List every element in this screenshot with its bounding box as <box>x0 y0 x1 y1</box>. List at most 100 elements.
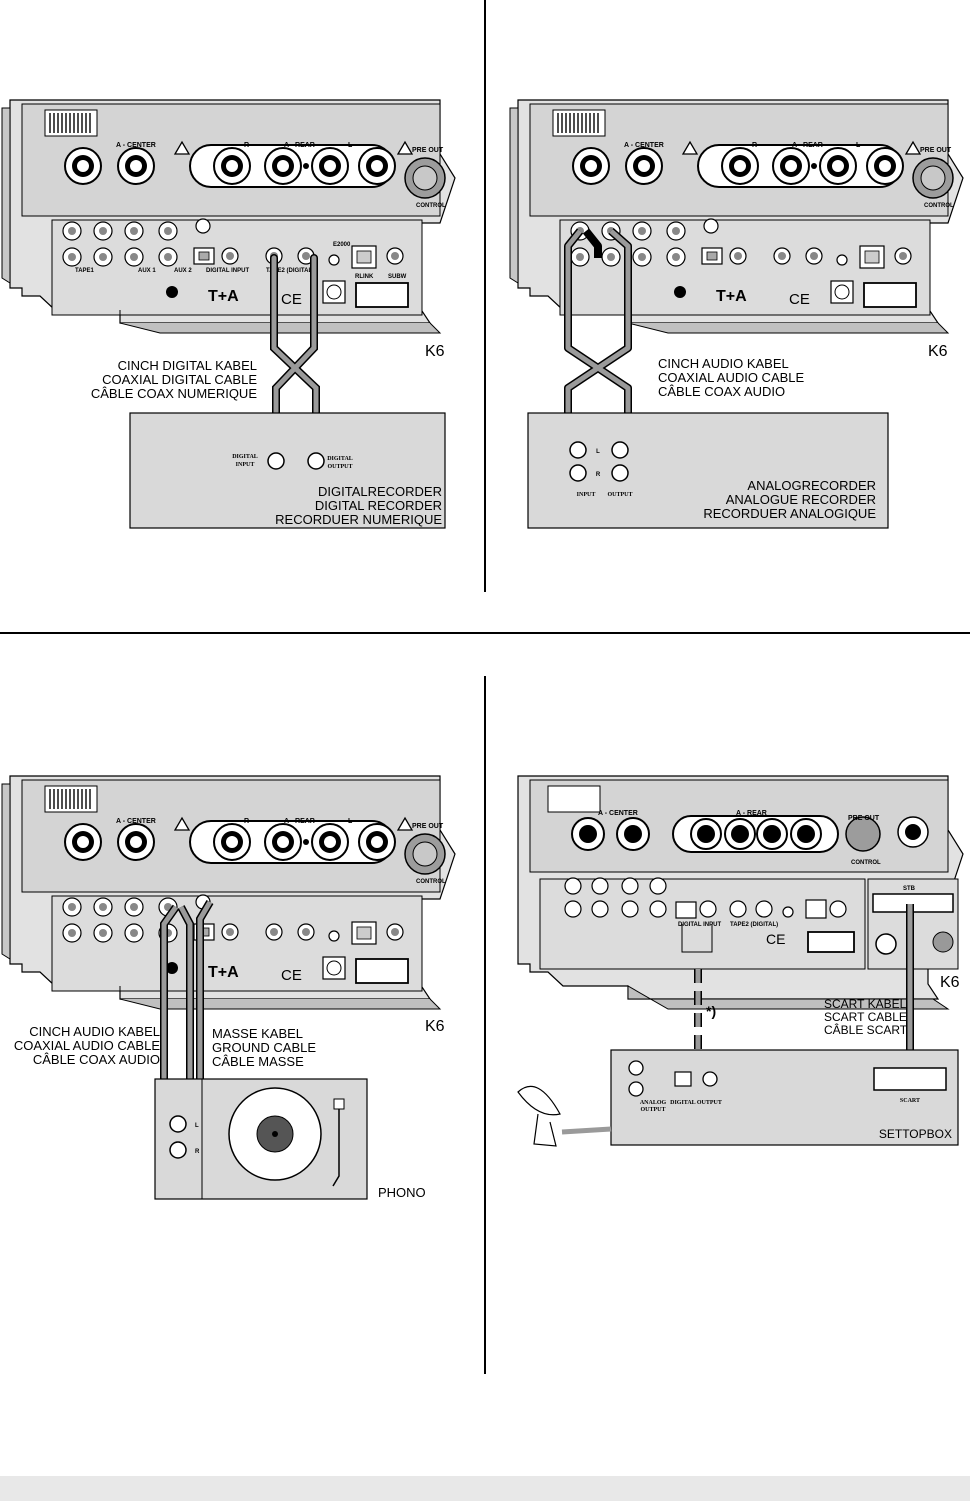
device-name-1: DIGITALRECORDER DIGITAL RECORDER RECORDU… <box>275 484 442 527</box>
svg-text:RECORDUER ANALOGIQUE: RECORDUER ANALOGIQUE <box>703 506 876 521</box>
settopbox-label: SETTOPBOX <box>879 1127 952 1141</box>
svg-text:TAPE2 (DIGITAL): TAPE2 (DIGITAL) <box>730 922 778 928</box>
svg-text:CINCH DIGITAL KABEL: CINCH DIGITAL KABEL <box>118 358 257 373</box>
label-digital-input: DIGITAL INPUT <box>206 268 249 274</box>
svg-text:CE: CE <box>789 291 810 308</box>
footnote-marker: *) <box>706 1003 716 1019</box>
label-brand: T+A <box>208 288 239 305</box>
model-label-1: K6 <box>425 343 445 360</box>
panel-labels-1: A - CENTER R A - REAR L PRE OUT CONTROL … <box>75 142 446 308</box>
svg-text:CÂBLE COAX AUDIO: CÂBLE COAX AUDIO <box>658 384 785 399</box>
analog-recorder-box <box>527 412 889 529</box>
diagram-digital-recorder: A - CENTER R A - REAR L PRE OUT CONTROL … <box>0 98 470 538</box>
svg-text:OUTPUT: OUTPUT <box>327 464 352 470</box>
label-aux1: AUX 1 <box>138 268 156 274</box>
svg-text:OUTPUT: OUTPUT <box>607 492 632 498</box>
svg-text:RECORDUER NUMERIQUE: RECORDUER NUMERIQUE <box>275 512 442 527</box>
svg-text:ANALOGRECORDER: ANALOGRECORDER <box>747 478 876 493</box>
svg-text:INPUT: INPUT <box>236 462 255 468</box>
label-control: CONTROL <box>416 203 446 209</box>
svg-text:CINCH AUDIO KABEL: CINCH AUDIO KABEL <box>658 356 789 371</box>
label-rlink: RLINK <box>355 274 374 280</box>
svg-text:R: R <box>195 1149 200 1155</box>
model-label-3: K6 <box>425 1018 445 1035</box>
svg-text:A - REAR: A - REAR <box>792 142 823 149</box>
device-name-2: ANALOGRECORDER ANALOGUE RECORDER RECORDU… <box>703 478 876 521</box>
diagram-phono: A - CENTER A - REAR R L PRE OUT CONTROL … <box>0 774 470 1204</box>
label-l: L <box>348 142 353 149</box>
cable-label-1: CINCH DIGITAL KABEL COAXIAL DIGITAL CABL… <box>91 358 257 401</box>
svg-text:DIGITALRECORDER: DIGITALRECORDER <box>318 484 442 499</box>
diagram-settopbox: A - CENTER A - REAR PRE OUT CONTROL STB … <box>508 774 968 1154</box>
phono-label: PHONO <box>378 1185 426 1200</box>
footer-bar <box>0 1476 970 1501</box>
svg-text:L: L <box>856 142 861 149</box>
svg-text:SCART KABEL: SCART KABEL <box>824 997 907 1011</box>
svg-text:R: R <box>244 818 249 825</box>
scart-label: SCART KABEL SCART CABLE CÂBLE SCART <box>824 997 908 1037</box>
svg-text:OUTPUT: OUTPUT <box>640 1107 665 1113</box>
svg-text:R: R <box>752 142 757 149</box>
svg-text:CINCH AUDIO KABEL: CINCH AUDIO KABEL <box>29 1024 160 1039</box>
label-a-center: A - CENTER <box>116 142 156 149</box>
label-tape2: TAPE2 (DIGITAL) <box>266 268 314 274</box>
label-e2000: E2000 <box>333 242 351 248</box>
svg-text:A - REAR: A - REAR <box>284 818 315 825</box>
diagram-analog-recorder: A - CENTER A - REAR R L PRE OUT CONTROL … <box>508 98 968 538</box>
model-label-2: K6 <box>928 343 948 360</box>
label-subw: SUBW <box>388 274 407 280</box>
svg-text:ANALOG: ANALOG <box>640 1100 667 1106</box>
svg-text:CE: CE <box>766 931 785 947</box>
svg-text:COAXIAL DIGITAL CABLE: COAXIAL DIGITAL CABLE <box>102 372 257 387</box>
svg-text:COAXIAL AUDIO CABLE: COAXIAL AUDIO CABLE <box>658 370 805 385</box>
svg-text:GROUND CABLE: GROUND CABLE <box>212 1040 316 1055</box>
svg-text:T+A: T+A <box>208 964 239 981</box>
svg-text:CONTROL: CONTROL <box>851 860 881 866</box>
svg-text:A - CENTER: A - CENTER <box>598 810 638 817</box>
vertical-divider-top <box>484 0 486 592</box>
svg-text:CÂBLE SCART: CÂBLE SCART <box>824 1022 908 1037</box>
label-a-rear: A - REAR <box>284 142 315 149</box>
svg-text:PRE OUT: PRE OUT <box>412 823 444 830</box>
svg-text:CÂBLE MASSE: CÂBLE MASSE <box>212 1054 304 1069</box>
svg-text:L: L <box>596 449 600 455</box>
svg-text:PRE OUT: PRE OUT <box>920 147 952 154</box>
label-tape1: TAPE1 <box>75 268 95 274</box>
svg-text:STB: STB <box>903 886 916 892</box>
cable-label-3: CINCH AUDIO KABEL COAXIAL AUDIO CABLE CÂ… <box>14 1024 161 1067</box>
label-pre-out: PRE OUT <box>412 147 444 154</box>
svg-text:ANALOGUE RECORDER: ANALOGUE RECORDER <box>726 492 876 507</box>
svg-text:R: R <box>596 472 601 478</box>
svg-text:INPUT: INPUT <box>577 492 596 498</box>
svg-text:L: L <box>348 818 353 825</box>
svg-text:DIGITAL: DIGITAL <box>327 456 353 462</box>
svg-text:SCART CABLE: SCART CABLE <box>824 1010 907 1024</box>
svg-text:DIGITAL: DIGITAL <box>232 454 258 460</box>
label-r: R <box>244 142 249 149</box>
svg-text:SCART: SCART <box>900 1098 920 1104</box>
svg-text:A - CENTER: A - CENTER <box>116 818 156 825</box>
svg-text:PRE OUT: PRE OUT <box>848 815 880 822</box>
satellite-dish-icon <box>517 1085 612 1147</box>
svg-text:DIGITAL RECORDER: DIGITAL RECORDER <box>315 498 442 513</box>
svg-text:DIGITAL OUTPUT: DIGITAL OUTPUT <box>670 1100 722 1106</box>
svg-text:T+A: T+A <box>716 288 747 305</box>
svg-text:CE: CE <box>281 967 302 984</box>
svg-text:DIGITAL INPUT: DIGITAL INPUT <box>678 922 721 928</box>
settopbox-box <box>610 1049 959 1146</box>
digital-recorder-box <box>129 412 446 529</box>
svg-text:CÂBLE COAX AUDIO: CÂBLE COAX AUDIO <box>33 1052 160 1067</box>
vertical-divider-bottom <box>484 676 486 1374</box>
svg-text:CONTROL: CONTROL <box>416 879 446 885</box>
svg-text:COAXIAL AUDIO CABLE: COAXIAL AUDIO CABLE <box>14 1038 161 1053</box>
ground-label-3: MASSE KABEL GROUND CABLE CÂBLE MASSE <box>212 1026 316 1069</box>
model-label-4: K6 <box>940 974 960 991</box>
svg-text:CÂBLE COAX NUMERIQUE: CÂBLE COAX NUMERIQUE <box>91 386 257 401</box>
svg-text:A - REAR: A - REAR <box>736 810 767 817</box>
svg-text:CONTROL: CONTROL <box>924 203 954 209</box>
cable-label-2: CINCH AUDIO KABEL COAXIAL AUDIO CABLE CÂ… <box>658 356 805 399</box>
svg-text:L: L <box>195 1123 199 1129</box>
horizontal-divider <box>0 632 970 634</box>
label-ce: CE <box>281 291 302 308</box>
svg-text:A - CENTER: A - CENTER <box>624 142 664 149</box>
